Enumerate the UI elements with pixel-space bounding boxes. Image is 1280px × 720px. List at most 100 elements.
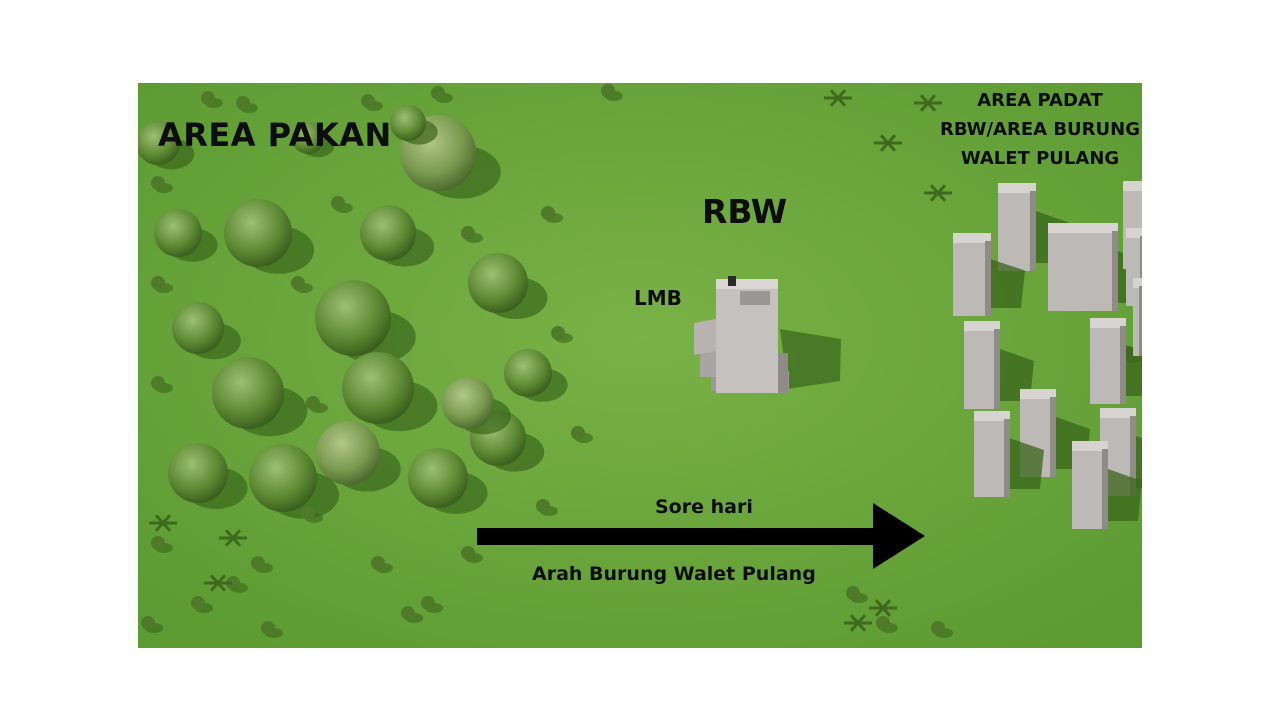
dense-area-line-3: WALET PULANG bbox=[960, 148, 1120, 169]
shrub bbox=[371, 556, 385, 570]
palm-frond bbox=[874, 599, 885, 610]
shrub bbox=[601, 84, 615, 98]
shrub bbox=[201, 91, 215, 105]
shrub bbox=[461, 546, 475, 560]
shrub bbox=[431, 86, 445, 100]
tree bbox=[224, 199, 292, 267]
shrub bbox=[401, 606, 415, 620]
shrub bbox=[331, 196, 345, 210]
block-side bbox=[1050, 397, 1056, 477]
tree bbox=[138, 121, 180, 165]
shrub bbox=[236, 96, 250, 110]
rbw-building bbox=[694, 276, 841, 393]
block-roof bbox=[1100, 408, 1136, 418]
tree bbox=[442, 377, 494, 429]
shrub bbox=[151, 276, 165, 290]
tree bbox=[504, 349, 552, 397]
shrub bbox=[191, 596, 205, 610]
palm-frond bbox=[886, 141, 897, 152]
tree bbox=[212, 357, 284, 429]
tree bbox=[316, 421, 380, 485]
shrub bbox=[151, 376, 165, 390]
scene-drawing bbox=[138, 83, 1142, 648]
block bbox=[1048, 231, 1118, 311]
palm-frond bbox=[224, 529, 235, 540]
block-side bbox=[985, 241, 991, 316]
palm-frond bbox=[216, 581, 227, 592]
shrub bbox=[261, 621, 275, 635]
shrub bbox=[931, 621, 945, 635]
block-roof bbox=[974, 411, 1010, 421]
palm-frond bbox=[231, 536, 242, 547]
palm-frond bbox=[881, 606, 892, 617]
forest-area bbox=[138, 105, 568, 519]
tree bbox=[249, 444, 317, 512]
palm-frond bbox=[216, 574, 227, 585]
rbw-blocks bbox=[953, 181, 1142, 529]
palm-frond bbox=[856, 614, 867, 625]
shrub bbox=[551, 326, 565, 340]
block-side bbox=[1112, 231, 1118, 311]
palm-frond bbox=[209, 574, 220, 585]
block-roof bbox=[1126, 228, 1142, 238]
block-roof bbox=[1133, 278, 1142, 288]
block-side bbox=[1130, 416, 1136, 496]
block-shadow bbox=[1108, 469, 1142, 521]
block-shadow bbox=[1136, 436, 1142, 488]
shrub bbox=[301, 506, 315, 520]
shrub bbox=[306, 396, 320, 410]
tree bbox=[154, 209, 202, 257]
tree bbox=[172, 302, 224, 354]
block-shadow bbox=[991, 259, 1025, 308]
block bbox=[998, 191, 1036, 271]
palm-frond bbox=[936, 184, 947, 195]
tree bbox=[342, 352, 414, 424]
rbw-label: RBW bbox=[702, 192, 788, 231]
shrub bbox=[876, 616, 890, 630]
shrub bbox=[461, 226, 475, 240]
palm-frond bbox=[161, 521, 172, 532]
block-side bbox=[1140, 236, 1142, 306]
block-shadow bbox=[1010, 438, 1044, 489]
palm-frond bbox=[829, 89, 840, 100]
dense-area-line-1: AREA PADAT bbox=[977, 90, 1103, 111]
tree bbox=[408, 448, 468, 508]
direction-arrow bbox=[477, 503, 925, 569]
aerial-scene bbox=[138, 83, 1142, 648]
block-roof bbox=[953, 233, 991, 243]
shrub bbox=[226, 576, 240, 590]
block-roof bbox=[964, 321, 1000, 331]
block-roof bbox=[1020, 389, 1056, 399]
palm-frond bbox=[856, 621, 867, 632]
palm-frond bbox=[879, 134, 890, 145]
block bbox=[1133, 286, 1142, 356]
block-roof bbox=[1090, 318, 1126, 328]
shrubs bbox=[141, 84, 1142, 638]
block-shadow bbox=[1000, 349, 1034, 401]
shrub bbox=[571, 426, 585, 440]
shrub bbox=[421, 596, 435, 610]
block-side bbox=[1139, 286, 1142, 356]
palm-frond bbox=[926, 101, 937, 112]
palm-frond bbox=[154, 514, 165, 525]
shrub bbox=[251, 556, 265, 570]
dense-area-label: AREA PADAT RBW/AREA BURUNG WALET PULANG bbox=[930, 86, 1150, 173]
lmb-label: LMB bbox=[634, 286, 682, 310]
block-side bbox=[994, 329, 1000, 409]
shrub bbox=[846, 586, 860, 600]
palm-frond bbox=[929, 184, 940, 195]
palm-frond bbox=[926, 94, 937, 105]
block-roof bbox=[998, 183, 1036, 193]
palm-frond bbox=[161, 514, 172, 525]
block-roof bbox=[1072, 441, 1108, 451]
tree bbox=[168, 443, 228, 503]
tree bbox=[390, 105, 426, 141]
palm-frond bbox=[881, 599, 892, 610]
shrub bbox=[151, 176, 165, 190]
block-side bbox=[1102, 449, 1108, 529]
time-of-day-label: Sore hari bbox=[655, 496, 753, 518]
shrub bbox=[141, 616, 155, 630]
block-side bbox=[1004, 419, 1010, 497]
tree bbox=[360, 205, 416, 261]
block-side bbox=[1030, 191, 1036, 271]
